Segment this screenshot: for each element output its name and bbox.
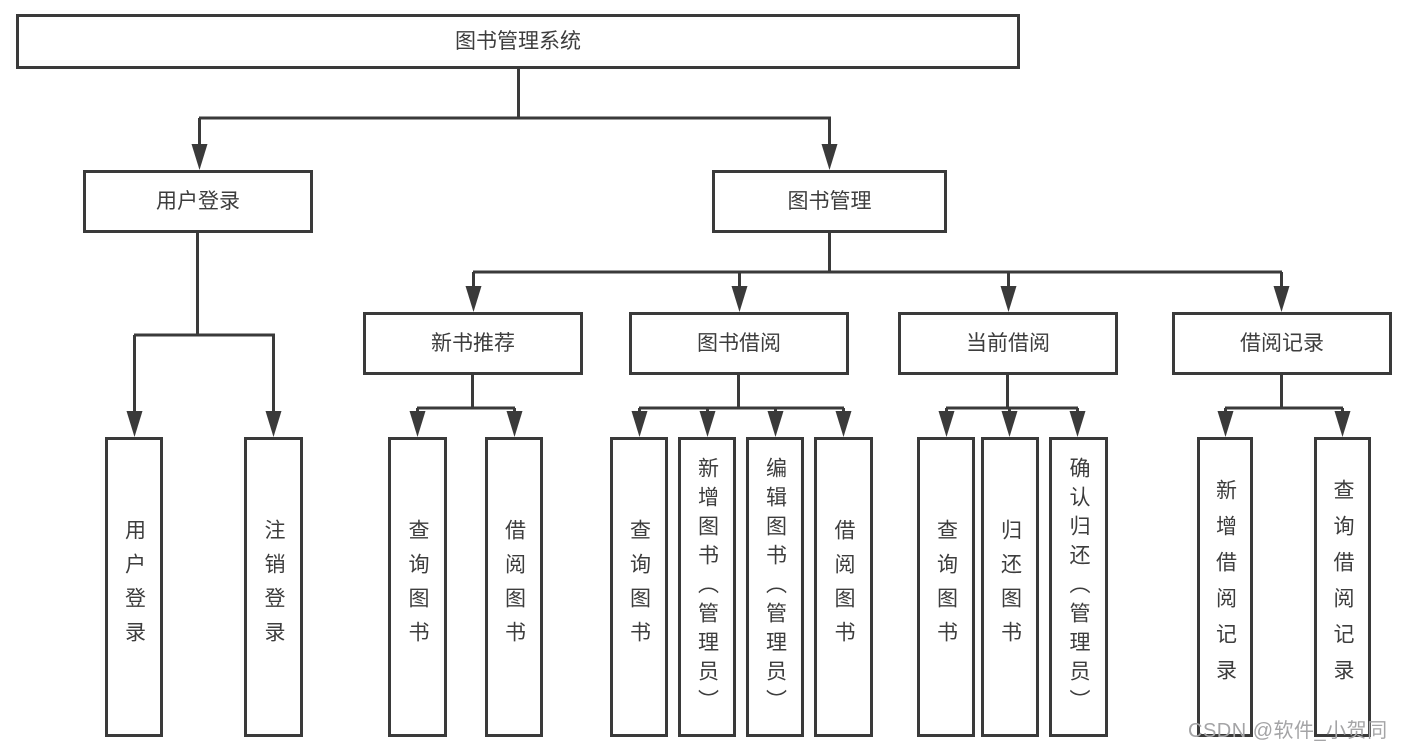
- node-br-query-record-label: 查询借阅记录: [1331, 479, 1354, 695]
- node-bb-add-books-label: 新增图书（管理员）: [695, 456, 719, 718]
- node-new-book-rec: 新书推荐: [363, 312, 583, 375]
- node-logout: 注销登录: [244, 437, 303, 737]
- node-rec-borrow-books-label: 借阅图书: [502, 519, 526, 655]
- node-cb-query-books-label: 查询图书: [934, 519, 958, 655]
- node-user-login-label: 用户登录: [156, 190, 240, 213]
- arrow-down-icon: [191, 144, 208, 170]
- arrow-down-icon: [821, 144, 838, 170]
- arrow-down-icon: [731, 286, 748, 312]
- node-book-borrow: 图书借阅: [629, 312, 849, 375]
- node-current-borrow: 当前借阅: [898, 312, 1118, 375]
- arrow-down-icon: [1334, 411, 1351, 437]
- arrow-down-icon: [506, 411, 523, 437]
- node-bb-edit-books: 编辑图书（管理员）: [746, 437, 804, 737]
- node-book-mgmt-label: 图书管理: [787, 190, 872, 213]
- node-cb-confirm-return-label: 确认归还（管理员）: [1067, 456, 1090, 718]
- arrow-down-icon: [1069, 411, 1086, 437]
- node-bb-edit-books-label: 编辑图书（管理员）: [763, 456, 787, 718]
- node-root-label: 图书管理系统: [455, 30, 581, 53]
- node-cb-return-books: 归还图书: [981, 437, 1039, 737]
- node-bb-query-books-label: 查询图书: [627, 519, 651, 655]
- arrow-down-icon: [265, 411, 282, 437]
- arrow-down-icon: [835, 411, 852, 437]
- node-br-add-record: 新增借阅记录: [1197, 437, 1253, 737]
- arrow-down-icon: [1217, 411, 1234, 437]
- node-root: 图书管理系统: [16, 14, 1020, 69]
- node-bb-add-books: 新增图书（管理员）: [678, 437, 736, 737]
- node-rec-borrow-books: 借阅图书: [485, 437, 543, 737]
- node-book-mgmt: 图书管理: [712, 170, 947, 233]
- node-bb-query-books: 查询图书: [610, 437, 668, 737]
- arrow-down-icon: [1001, 411, 1018, 437]
- node-book-borrow-label: 图书借阅: [697, 332, 781, 355]
- arrow-down-icon: [1000, 286, 1017, 312]
- arrow-down-icon: [409, 411, 426, 437]
- arrow-down-icon: [1273, 286, 1290, 312]
- node-logout-label: 注销登录: [262, 519, 285, 655]
- node-rec-query-books: 查询图书: [388, 437, 447, 737]
- arrow-down-icon: [126, 411, 143, 437]
- arrow-down-icon: [465, 286, 482, 312]
- node-user-login-action: 用户登录: [105, 437, 163, 737]
- node-br-query-record: 查询借阅记录: [1314, 437, 1371, 737]
- node-cb-query-books: 查询图书: [917, 437, 975, 737]
- arrow-down-icon: [938, 411, 955, 437]
- node-bb-borrow-books-label: 借阅图书: [832, 519, 855, 655]
- node-borrow-records-label: 借阅记录: [1240, 332, 1324, 355]
- node-user-login: 用户登录: [83, 170, 313, 233]
- node-cb-confirm-return: 确认归还（管理员）: [1049, 437, 1108, 737]
- node-br-add-record-label: 新增借阅记录: [1213, 479, 1237, 695]
- node-rec-query-books-label: 查询图书: [406, 519, 429, 655]
- arrow-down-icon: [631, 411, 648, 437]
- arrowheads: [126, 144, 1351, 437]
- csdn-watermark: CSDN @软件_小贺同学: [1188, 720, 1388, 742]
- node-borrow-records: 借阅记录: [1172, 312, 1392, 375]
- node-bb-borrow-books: 借阅图书: [814, 437, 873, 737]
- node-current-borrow-label: 当前借阅: [966, 332, 1050, 355]
- arrow-down-icon: [767, 411, 784, 437]
- node-cb-return-books-label: 归还图书: [998, 519, 1022, 655]
- node-new-book-rec-label: 新书推荐: [431, 332, 515, 355]
- arrow-down-icon: [699, 411, 716, 437]
- node-user-login-action-label: 用户登录: [122, 519, 146, 655]
